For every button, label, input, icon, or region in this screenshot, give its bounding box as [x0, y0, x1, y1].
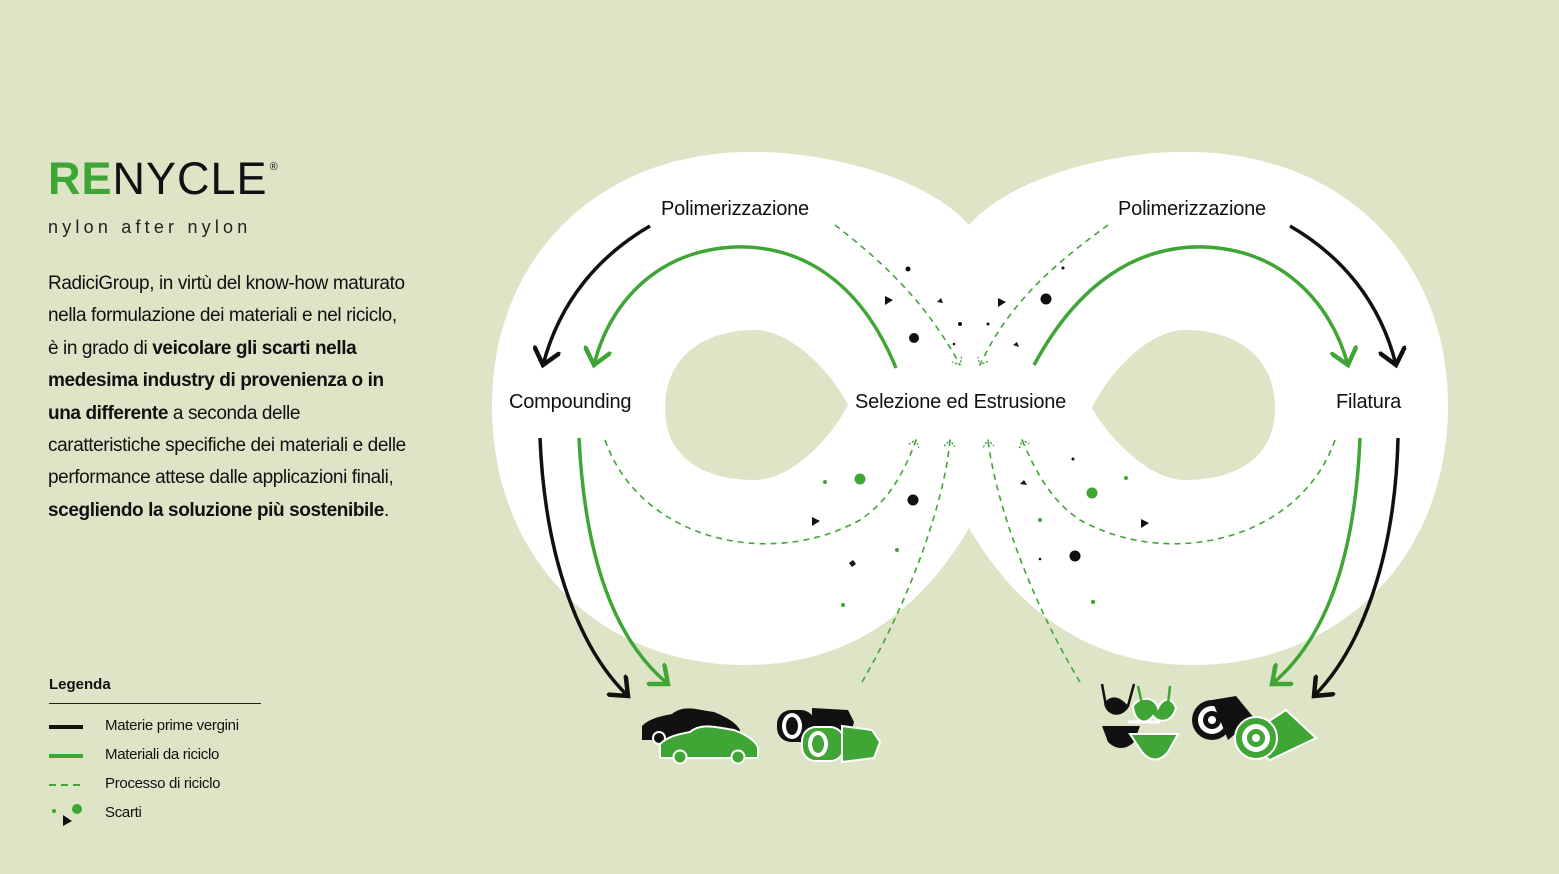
infinity-loop — [492, 151, 1448, 665]
dashed-poly-left-selezione — [834, 224, 960, 365]
car-icon — [642, 708, 759, 765]
legend-item-scrap: Scarti — [105, 804, 142, 821]
dashed-swim-selezione — [988, 440, 1081, 683]
legend-item-virgin: Materie prime vergini — [105, 717, 239, 734]
arrow-recycled-selezione-compounding — [594, 245, 898, 369]
arrow-virgin-poly-left-compounding — [543, 224, 651, 365]
logo-registered-mark: ® — [269, 161, 279, 173]
intro-text-1: RadiciGroup, in virtù del know-how matur… — [48, 273, 405, 359]
dashed-poly-right-selezione — [980, 224, 1109, 365]
node-selezione-estrusione: Selezione ed Estrusione — [855, 391, 1067, 413]
renycle-logo: RENYCLE® — [48, 156, 279, 201]
arrow-virgin-poly-right-filatura — [1289, 224, 1396, 365]
intro-paragraph: RadiciGroup, in virtù del know-how matur… — [48, 268, 408, 527]
tagline: nylon after nylon — [48, 217, 252, 237]
arrow-virgin-filatura-carpet — [1314, 437, 1400, 696]
intro-text-3: . — [383, 499, 389, 521]
arrow-recycled-selezione-filatura — [1032, 245, 1348, 365]
carpet-roll-icon — [1192, 696, 1318, 762]
node-compounding: Compounding — [509, 391, 632, 413]
left-hole — [665, 330, 848, 480]
logo-accent: RE — [48, 153, 113, 204]
dashed-filatura-selezione — [1022, 440, 1336, 545]
legend-item-recycled: Materiali da riciclo — [105, 746, 220, 763]
dashed-car-selezione — [861, 440, 950, 683]
logo-text: NYCLE — [112, 153, 268, 204]
node-polimerizzazione-right: Polimerizzazione — [1118, 198, 1266, 220]
legend-item-process: Processo di riciclo — [105, 775, 221, 792]
arrow-virgin-compounding-car — [538, 437, 628, 696]
node-polimerizzazione-left: Polimerizzazione — [661, 198, 809, 220]
arrow-recycled-filatura-carpet — [1272, 437, 1362, 684]
intro-highlight-1: veicolare gli scarti nella medesima indu… — [48, 337, 384, 424]
intro-highlight-2: scegliendo la soluzione più sostenibile — [48, 499, 384, 521]
dashed-compounding-selezione — [604, 440, 916, 545]
legend-swatch-scrap — [52, 804, 82, 826]
arrow-recycled-compounding-car — [577, 437, 668, 684]
legend-title: Legenda — [49, 676, 111, 693]
intro-text-2: a seconda delle caratteristiche specific… — [48, 402, 406, 489]
swimwear-icon — [1100, 683, 1180, 761]
connector-icon — [777, 708, 882, 764]
legend-divider — [49, 703, 261, 704]
scrap-particles — [812, 266, 1149, 607]
right-hole — [1092, 330, 1275, 480]
node-filatura: Filatura — [1336, 391, 1402, 413]
